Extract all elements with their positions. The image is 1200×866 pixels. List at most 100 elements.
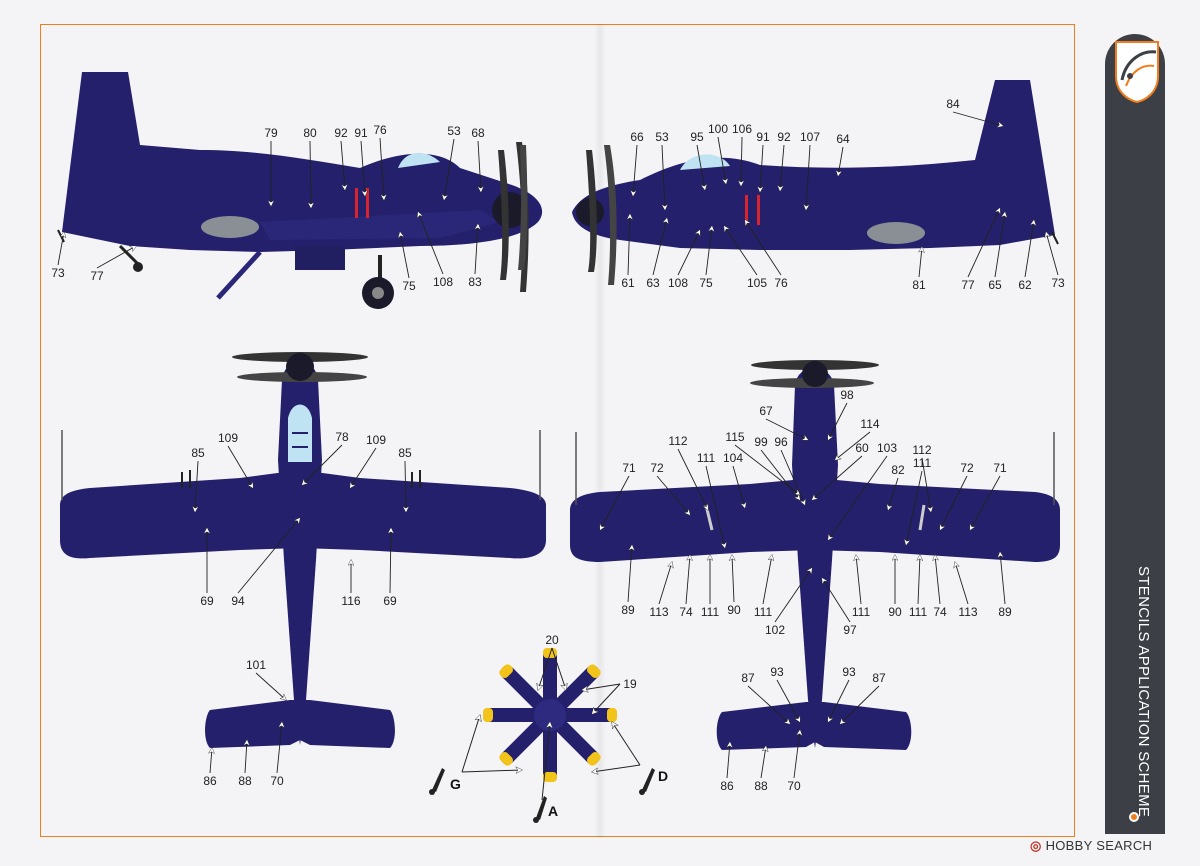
stencil-leader-112 [921, 457, 931, 512]
stencil-label-88: 88 [238, 774, 252, 788]
stencil-leader-53 [661, 144, 665, 210]
stencil-leader-106 [741, 136, 742, 186]
stencil-leader-71 [600, 475, 630, 530]
stencil-leader-111 [906, 470, 923, 545]
stencil-label-94: 94 [231, 594, 245, 608]
prop-stencil-label-19: 19 [623, 677, 637, 691]
prop-leader-g-1 [461, 715, 480, 773]
stencil-leader-72 [656, 475, 690, 515]
right-side-view [572, 80, 1059, 285]
stencil-label-69: 69 [383, 594, 397, 608]
stencil-label-93: 93 [842, 665, 856, 679]
left-side-gear-door [216, 250, 262, 300]
stencil-leader-93 [828, 679, 850, 722]
stencil-label-92: 92 [777, 130, 791, 144]
right-side-prop-blade-1 [586, 150, 597, 272]
stencil-leader-87 [747, 685, 790, 724]
stencil-leader-109 [227, 445, 253, 488]
stencil-label-109: 109 [365, 433, 387, 447]
stencil-leader-104 [732, 465, 745, 508]
stencil-label-86: 86 [720, 779, 734, 793]
left-side-red-stencil-1 [355, 188, 358, 218]
stencil-label-65: 65 [988, 278, 1002, 292]
stencil-label-69: 69 [200, 594, 214, 608]
stencil-leader-93 [776, 679, 800, 722]
prop-leader-19b [592, 683, 621, 714]
stencil-leader-96 [780, 449, 805, 505]
stencil-leader-88 [760, 746, 766, 779]
stencil-leader-67 [765, 418, 808, 440]
brush-icon [533, 796, 547, 823]
top-view-spinner [286, 353, 314, 381]
left-side-tailwheel [133, 262, 143, 272]
stencil-leader-84 [952, 111, 1003, 126]
stencil-leader-85 [405, 460, 406, 512]
stencil-label-85: 85 [398, 446, 412, 460]
stencil-label-75: 75 [699, 276, 713, 290]
bottom-view-gear-right [918, 504, 926, 531]
stencil-label-107: 107 [799, 130, 821, 144]
stencil-leader-95 [696, 144, 705, 190]
left-side-roundel [201, 216, 259, 238]
stencil-leader-82 [888, 477, 899, 510]
stencil-leader-113 [658, 562, 672, 605]
stencil-leader-107 [806, 144, 811, 210]
stencil-leader-91 [360, 140, 365, 196]
left-side-main-hub [372, 287, 384, 299]
stencil-label-111: 111 [912, 456, 932, 470]
stencil-label-116: 116 [341, 594, 361, 608]
stencil-label-79: 79 [264, 126, 278, 140]
stencil-label-74: 74 [679, 605, 693, 619]
stencil-leader-85 [195, 460, 198, 512]
watermark-text: HOBBY SEARCH [1045, 838, 1153, 853]
stencil-label-111: 111 [700, 605, 720, 619]
paint-ref-a: A [548, 803, 559, 819]
stencil-label-87: 87 [872, 671, 886, 685]
manufacturer-logo-icon [1115, 41, 1159, 104]
stencil-label-82: 82 [891, 463, 905, 477]
right-side-roundel [867, 222, 925, 244]
stencil-label-72: 72 [960, 461, 974, 475]
stencil-leader-62 [1024, 220, 1034, 278]
stencil-label-87: 87 [741, 671, 755, 685]
stencil-label-89: 89 [621, 603, 635, 617]
prop-stencil-label-20: 20 [545, 633, 559, 647]
band-dot [1129, 812, 1139, 822]
stencil-label-91: 91 [354, 126, 368, 140]
stencil-label-102: 102 [764, 623, 786, 637]
stencil-label-81: 81 [912, 278, 926, 292]
stencil-label-73: 73 [1051, 276, 1065, 290]
stencil-leader-111 [918, 555, 920, 605]
stencil-label-88: 88 [754, 779, 768, 793]
stencil-label-67: 67 [759, 404, 773, 418]
stencil-leader-87 [840, 685, 880, 724]
stencil-leader-83 [475, 224, 478, 275]
stencil-leader-61 [628, 214, 630, 276]
left-side-wingfold [295, 246, 345, 270]
stencil-label-98: 98 [840, 388, 854, 402]
stencil-leader-92 [340, 140, 345, 190]
stencil-label-112: 112 [668, 434, 688, 448]
stencil-label-86: 86 [203, 774, 217, 788]
prop-leader-20b [551, 647, 566, 690]
right-side-prop-blade-2 [604, 145, 617, 285]
stencil-leader-68 [478, 140, 481, 192]
stencil-label-93: 93 [770, 665, 784, 679]
stencil-label-115: 115 [725, 430, 745, 444]
stencil-leader-105 [724, 226, 758, 276]
stencil-label-90: 90 [727, 603, 741, 617]
left-side-red-stencil-2 [366, 188, 369, 218]
stencil-label-106: 106 [731, 122, 753, 136]
prop-leader-g-2 [461, 770, 522, 772]
scheme-title: STENCILS APPLICATION SCHEME [1135, 566, 1152, 818]
left-side-prop-blade-3 [518, 145, 528, 270]
stencil-label-99: 99 [754, 435, 768, 449]
stencil-leader-89 [1000, 552, 1006, 605]
stencil-label-70: 70 [787, 779, 801, 793]
stencil-label-109: 109 [217, 431, 239, 445]
stencil-label-62: 62 [1018, 278, 1032, 292]
stencil-leader-74 [685, 555, 690, 605]
stencil-label-111: 111 [753, 605, 773, 619]
stencil-leader-86 [210, 748, 212, 774]
